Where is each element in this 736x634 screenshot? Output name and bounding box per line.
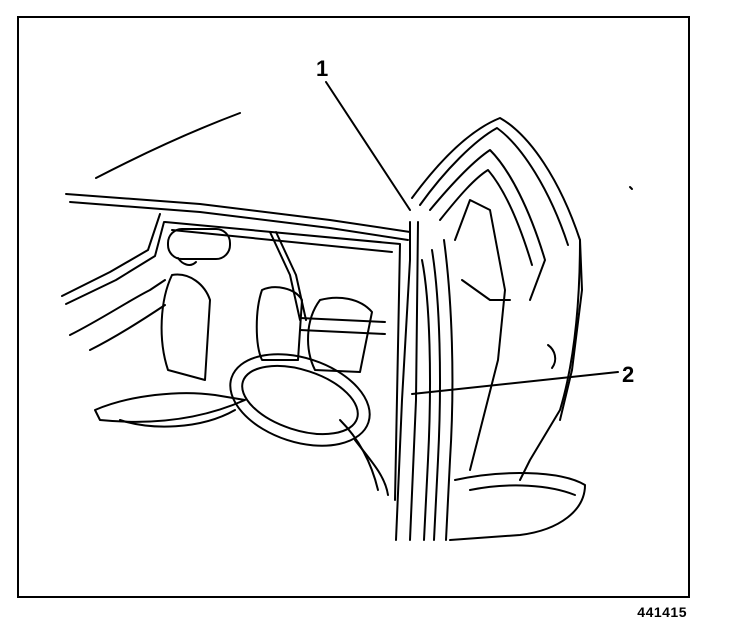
door-window-frame-inner bbox=[439, 169, 533, 266]
back-window bbox=[164, 221, 401, 501]
door-outer-edge-2 bbox=[419, 127, 569, 246]
steering-wheel-inner bbox=[241, 364, 359, 436]
seat-headrest-strap bbox=[269, 231, 301, 321]
door-lower-edge bbox=[559, 239, 583, 421]
seat-headrest-strap-2 bbox=[275, 231, 307, 321]
roof-line bbox=[95, 112, 241, 179]
a-pillar-left bbox=[61, 213, 161, 297]
console-2 bbox=[354, 439, 389, 496]
leader-line-2 bbox=[411, 371, 619, 395]
seat-center-back bbox=[255, 286, 303, 361]
door-handle bbox=[547, 344, 557, 369]
rear-shelf bbox=[299, 317, 386, 323]
figure-id: 441415 bbox=[637, 604, 687, 620]
door-bottom-inner bbox=[469, 484, 576, 496]
a-pillar-left-2 bbox=[65, 221, 165, 305]
dash-left-2 bbox=[89, 304, 166, 351]
windshield-header bbox=[65, 193, 411, 233]
door-weatherstrip-2 bbox=[431, 249, 441, 541]
door-weatherstrip-3 bbox=[443, 239, 454, 541]
seat-cushion-left bbox=[94, 392, 246, 423]
door-outer-edge bbox=[411, 117, 581, 481]
leader-line-1 bbox=[325, 81, 411, 211]
door-bottom bbox=[449, 472, 586, 541]
callout-label-2: 2 bbox=[622, 362, 635, 387]
door-jamb-2 bbox=[409, 221, 419, 541]
door-jamb bbox=[395, 221, 411, 541]
callout-label-1: 1 bbox=[316, 56, 329, 81]
small-mark bbox=[629, 186, 633, 190]
rear-view-mirror bbox=[167, 228, 231, 260]
door-weatherstrip bbox=[421, 259, 431, 541]
seat-left-back bbox=[160, 273, 211, 381]
door-inner-panel bbox=[454, 199, 506, 471]
windshield-header-inner bbox=[69, 201, 409, 241]
back-window-inner bbox=[171, 229, 393, 253]
door-inner-panel-2 bbox=[461, 279, 511, 301]
door-window-frame bbox=[429, 149, 546, 301]
steering-wheel bbox=[229, 353, 371, 447]
rear-shelf-2 bbox=[299, 329, 386, 335]
seat-cushion-left-2 bbox=[119, 409, 236, 428]
dash-left bbox=[69, 279, 166, 336]
